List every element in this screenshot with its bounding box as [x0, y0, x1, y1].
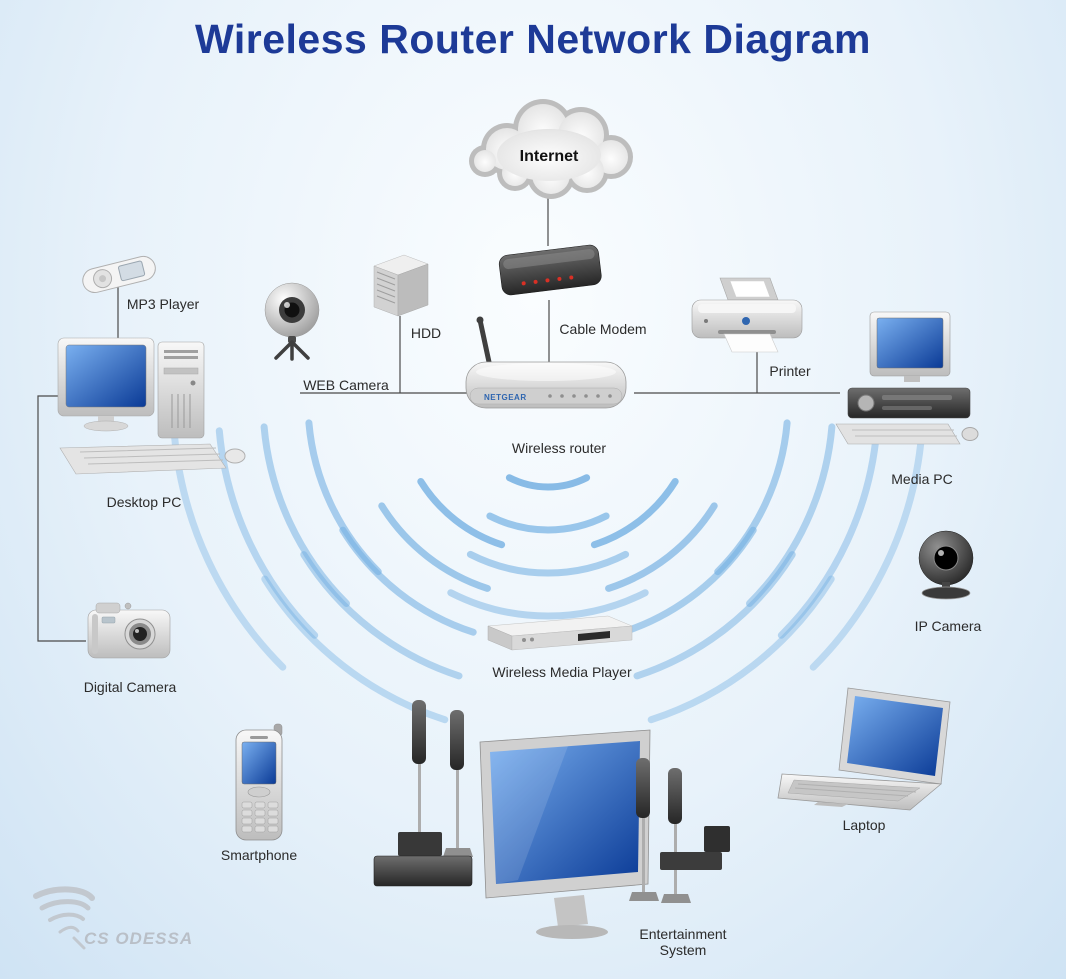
device-ip-camera [908, 520, 986, 604]
hdd-icon [373, 254, 429, 317]
device-label-laptop: Laptop [842, 817, 886, 833]
device-label-wireless-router: Wireless router [511, 440, 607, 456]
cable-modem-icon [498, 244, 602, 296]
router-brand-text: NETGEAR [484, 393, 527, 402]
cloud-icon: Internet [469, 99, 633, 199]
device-cable-modem [488, 228, 613, 308]
desktop-mouse [224, 448, 246, 464]
mp3-player-icon [82, 255, 156, 294]
ip-camera-icon [918, 530, 974, 600]
device-printer [684, 276, 812, 361]
device-smartphone [222, 723, 296, 846]
device-media-pc [828, 308, 980, 458]
device-label-desktop-pc: Desktop PC [106, 494, 182, 510]
logo-swirl-icon: CS ODESSA [33, 886, 193, 950]
device-entertainment-system [368, 680, 752, 952]
device-label-cable-modem: Cable Modem [559, 321, 647, 337]
device-digital-camera [82, 598, 178, 668]
smartphone-icon [235, 723, 283, 841]
cs-odessa-logo: CS ODESSA [26, 886, 206, 958]
device-wireless-media-player [480, 608, 640, 656]
device-label-hdd: HDD [410, 325, 442, 341]
device-label-digital-camera: Digital Camera [83, 679, 177, 695]
wireless-router-icon: NETGEAR [465, 316, 627, 409]
digital-camera-icon [87, 602, 171, 659]
device-label-printer: Printer [769, 363, 811, 379]
desktop-screen [65, 344, 147, 408]
device-desktop-pc [30, 330, 250, 480]
device-label-web-camera: WEB Camera [303, 377, 389, 393]
smartphone-screen [241, 741, 277, 785]
desktop-pc-icon [57, 337, 246, 475]
device-hdd [366, 250, 436, 322]
internet-cloud: Internet [455, 85, 645, 199]
logo-text: CS ODESSA [84, 929, 193, 948]
media-pc-icon [835, 311, 979, 445]
device-laptop [777, 684, 956, 812]
device-label-media-pc: Media PC [891, 471, 953, 487]
laptop-icon [777, 687, 951, 811]
media-pc-screen [876, 317, 944, 369]
laptop-screen [847, 696, 943, 776]
device-wireless-router: NETGEAR [450, 314, 640, 432]
printer-icon [691, 277, 803, 353]
device-label-mp3-player: MP3 Player [126, 296, 200, 312]
tv-screen [490, 741, 640, 884]
media-pc-mouse [961, 427, 979, 441]
entertainment-system-icon [373, 700, 730, 939]
device-label-smartphone: Smartphone [220, 847, 298, 863]
wireless-media-player-icon [487, 615, 633, 651]
internet-label: Internet [520, 148, 579, 165]
web-camera-icon [264, 282, 320, 361]
diagram-title: Wireless Router Network Diagram [195, 16, 871, 62]
device-web-camera [256, 280, 331, 362]
device-label-ip-camera: IP Camera [914, 618, 982, 634]
device-label-wireless-media-player: Wireless Media Player [492, 664, 632, 680]
device-mp3-player [76, 252, 166, 297]
device-label-entertainment-system: Entertainment System [639, 926, 727, 959]
